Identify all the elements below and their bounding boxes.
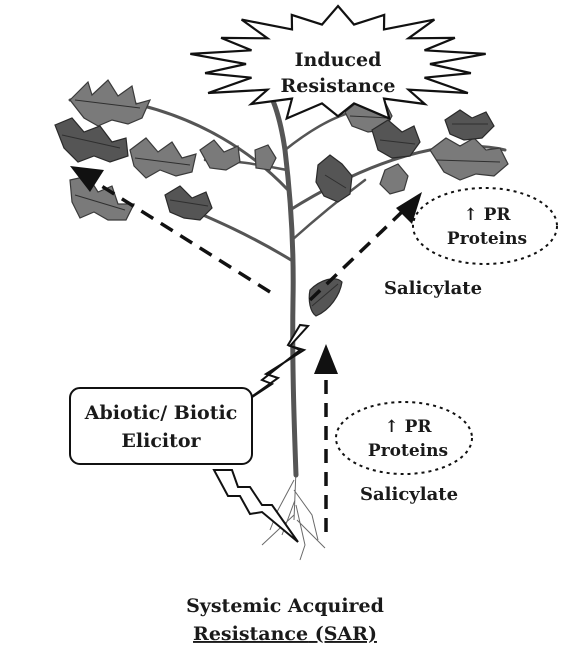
pr-proteins-bottom-line1: ↑ PR [384,417,432,437]
pr-proteins-top: ↑ PR Proteins [413,188,557,264]
signal-arrows [70,166,422,532]
induced-label-line1: Induced [295,49,382,71]
pr-proteins-top-ellipse [413,188,557,264]
salicylate-top-label: Salicylate [384,278,482,299]
arrowhead-up [314,344,338,374]
elicitor-box-outline [70,388,252,464]
elicitor-box: Abiotic/ Biotic Elicitor [70,388,252,464]
pr-proteins-top-line1: ↑ PR [463,205,511,225]
leaves-left [55,80,240,220]
caption-resistance-underlined: Resistance [193,623,308,645]
elicitor-label-line1: Abiotic/ Biotic [84,402,238,424]
caption: Systemic Acquired Resistance (SAR) [186,595,384,645]
pr-proteins-bottom-ellipse [336,402,472,474]
main-stem [262,78,296,475]
caption-line1: Systemic Acquired [186,595,384,617]
pr-proteins-top-line2: Proteins [447,229,527,249]
induced-resistance-starburst: Induced Resistance [190,6,485,119]
caption-sar: (SAR) [308,623,377,645]
elicitor-label-line2: Elicitor [121,430,201,452]
pr-proteins-bottom: ↑ PR Proteins [336,402,472,474]
caption-line2: Resistance (SAR) [193,623,377,645]
lightning-bolt-lower [214,470,298,542]
induced-label-line2: Resistance [280,75,395,97]
pr-proteins-bottom-line2: Proteins [368,441,448,461]
salicylate-bottom-label: Salicylate [360,484,458,505]
